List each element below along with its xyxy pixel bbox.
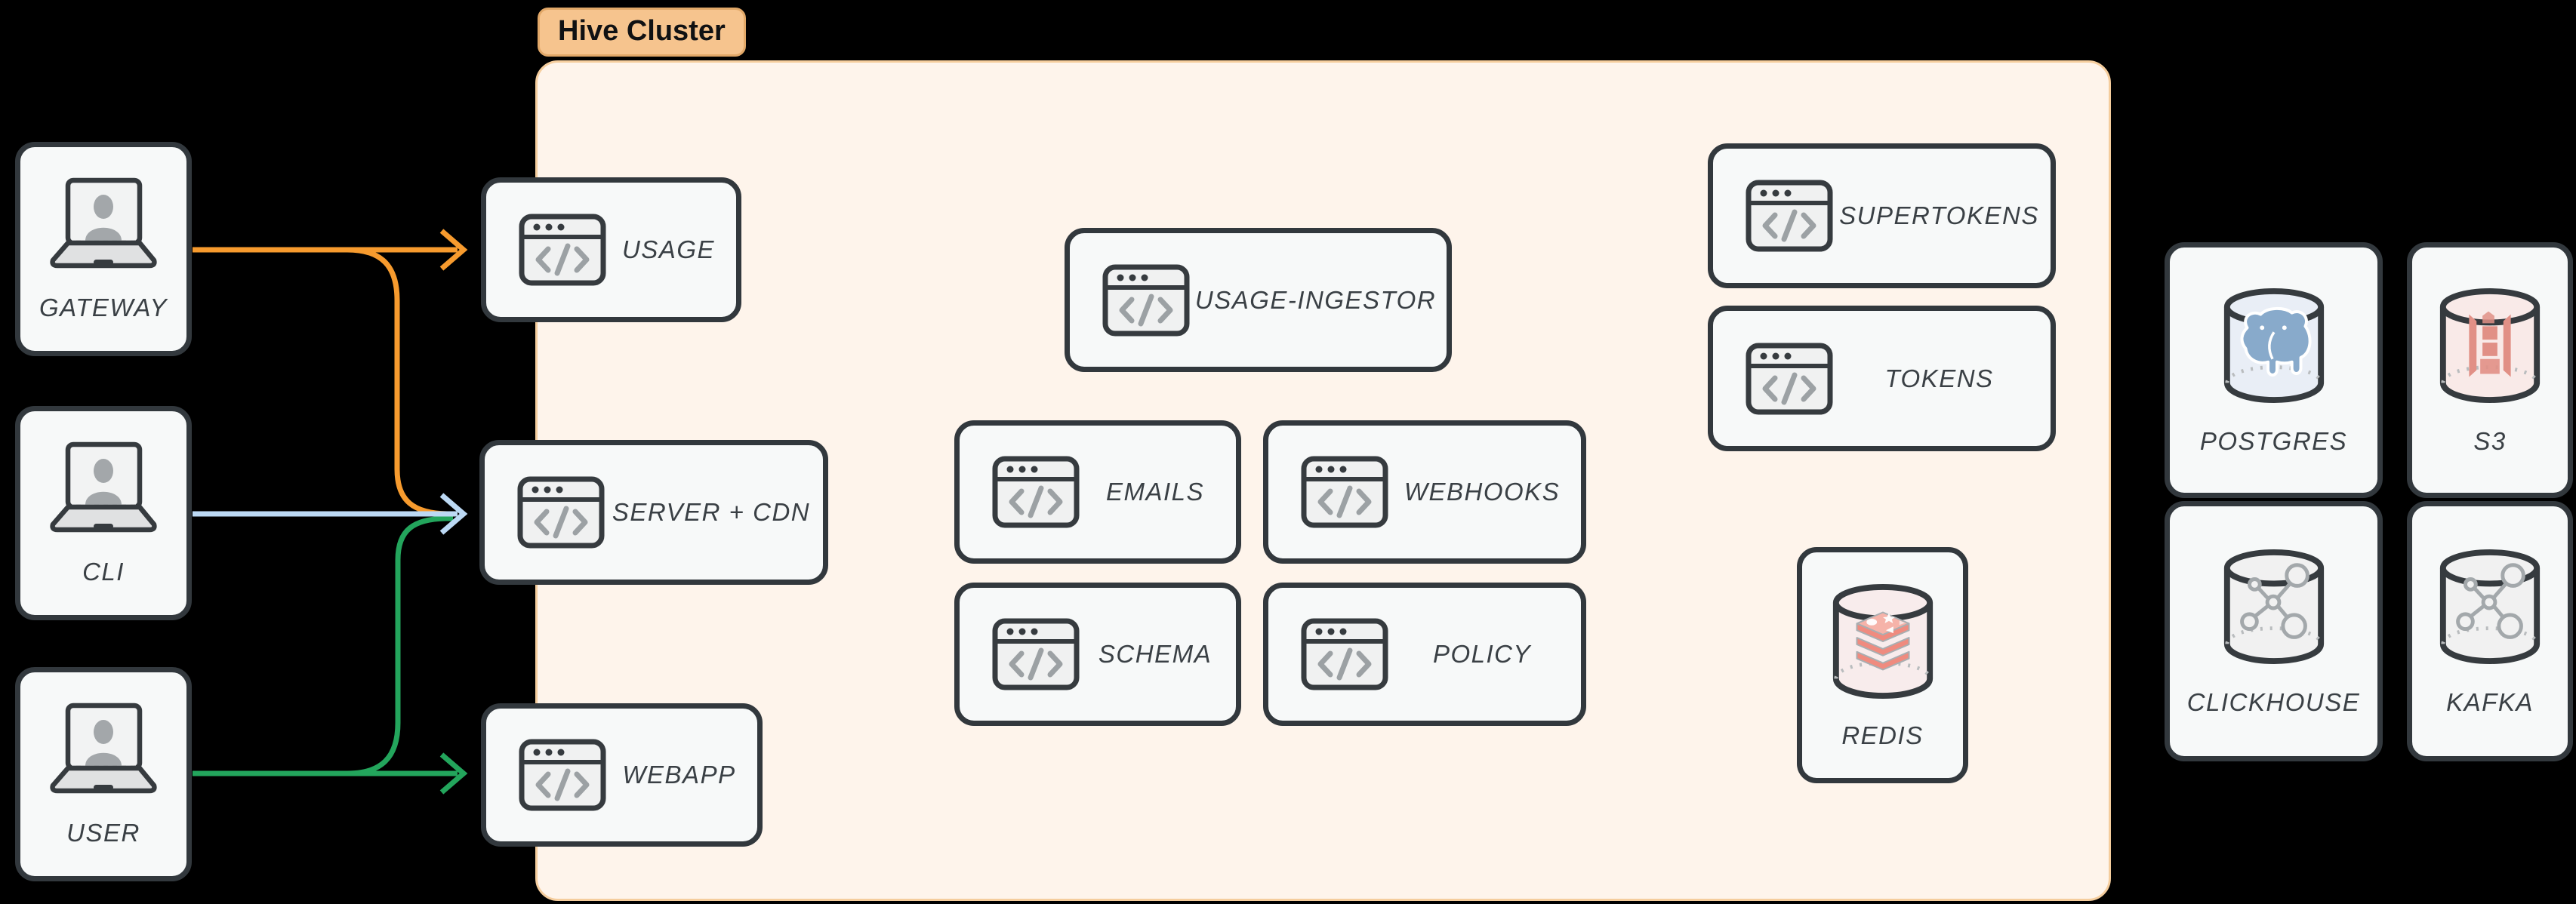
node-user[interactable]: USER xyxy=(15,667,192,881)
node-usage-ingestor[interactable]: USAGE-INGESTOR xyxy=(1065,228,1452,372)
node-label: POLICY xyxy=(1432,640,1532,668)
node-server-cdn[interactable]: SERVER + CDN xyxy=(479,440,828,585)
node-webapp[interactable]: WEBAPP xyxy=(481,703,763,847)
node-label: CLI xyxy=(82,557,125,586)
molecule-cylinder-icon xyxy=(2434,546,2546,669)
edge-user-server-cdn xyxy=(347,515,453,776)
node-label: KAFKA xyxy=(2446,688,2534,716)
node-redis[interactable]: REDIS xyxy=(1797,547,1968,783)
node-label: USAGE xyxy=(621,235,716,263)
code-window-icon xyxy=(1300,455,1389,529)
postgres-cylinder-icon xyxy=(2218,284,2330,407)
edge-user-webapp xyxy=(193,752,468,795)
node-label: S3 xyxy=(2473,427,2507,455)
node-policy[interactable]: POLICY xyxy=(1263,583,1586,726)
node-label: POSTGRES xyxy=(2199,427,2348,455)
edge-gateway-server-cdn xyxy=(347,247,456,517)
s3-cylinder-icon xyxy=(2434,284,2546,407)
node-schema[interactable]: SCHEMA xyxy=(954,583,1241,726)
code-window-icon xyxy=(516,475,605,549)
node-s3[interactable]: S3 xyxy=(2407,242,2573,498)
laptop-user-icon xyxy=(39,177,168,271)
code-window-icon xyxy=(518,738,607,812)
code-window-icon xyxy=(518,213,607,287)
node-label: TOKENS xyxy=(1884,364,1994,392)
node-usage[interactable]: USAGE xyxy=(481,177,741,322)
node-gateway[interactable]: GATEWAY xyxy=(15,142,192,356)
code-window-icon xyxy=(1745,179,1834,253)
laptop-user-icon xyxy=(39,702,168,796)
code-window-icon xyxy=(1745,342,1834,416)
node-cli[interactable]: CLI xyxy=(15,406,192,620)
node-postgres[interactable]: POSTGRES xyxy=(2165,242,2383,498)
node-label: SUPERTOKENS xyxy=(1839,201,2039,229)
cluster-badge[interactable]: Hive Cluster xyxy=(538,8,746,57)
node-webhooks[interactable]: WEBHOOKS xyxy=(1263,420,1586,564)
node-label: USAGE-INGESTOR xyxy=(1194,285,1437,314)
node-label: REDIS xyxy=(1841,721,1924,749)
node-label: CLICKHOUSE xyxy=(2186,688,2361,716)
code-window-icon xyxy=(991,455,1080,529)
node-emails[interactable]: EMAILS xyxy=(954,420,1241,564)
code-window-icon xyxy=(1102,263,1191,337)
node-label: EMAILS xyxy=(1105,478,1205,506)
node-label: USER xyxy=(66,818,140,847)
node-label: SCHEMA xyxy=(1098,640,1213,668)
node-label: GATEWAY xyxy=(39,293,168,321)
edge-gateway-usage xyxy=(193,229,468,271)
redis-cylinder-icon xyxy=(1827,580,1939,703)
code-window-icon xyxy=(1300,617,1389,691)
laptop-user-icon xyxy=(39,441,168,535)
node-supertokens[interactable]: SUPERTOKENS xyxy=(1708,143,2056,288)
edge-cli-server-cdn xyxy=(193,493,468,535)
node-label: WEBHOOKS xyxy=(1404,478,1561,506)
node-kafka[interactable]: KAFKA xyxy=(2407,501,2573,761)
node-tokens[interactable]: TOKENS xyxy=(1708,306,2056,451)
node-label: SERVER + CDN xyxy=(612,498,811,526)
code-window-icon xyxy=(991,617,1080,691)
node-clickhouse[interactable]: CLICKHOUSE xyxy=(2165,501,2383,761)
node-label: WEBAPP xyxy=(622,761,736,789)
molecule-cylinder-icon xyxy=(2218,546,2330,669)
